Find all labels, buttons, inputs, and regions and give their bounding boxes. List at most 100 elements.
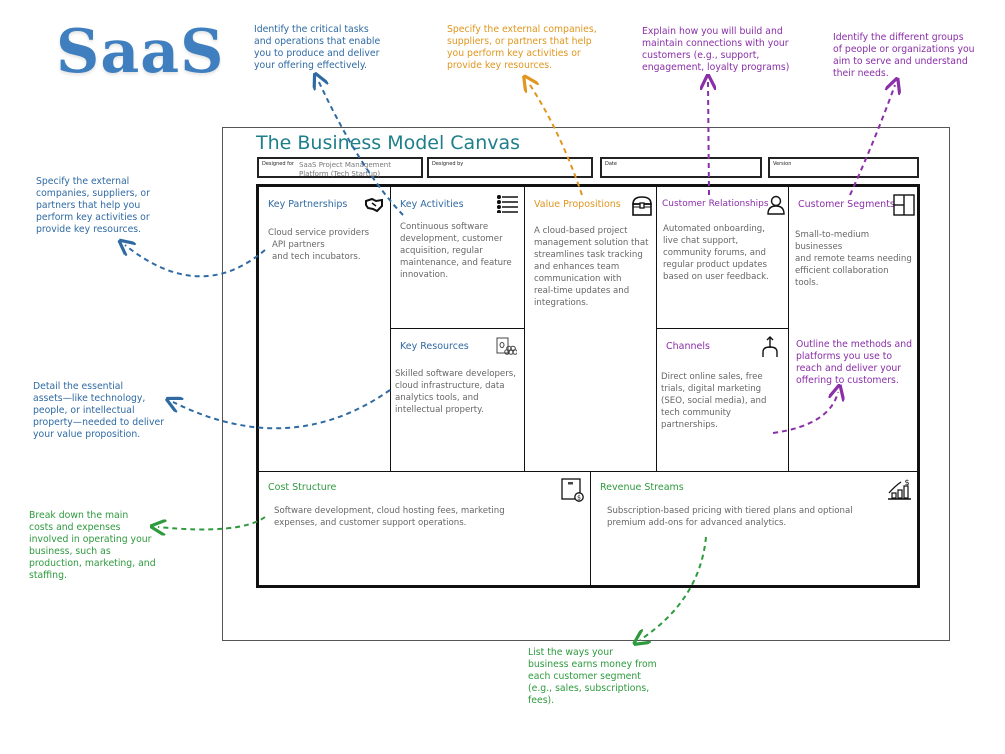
cost-box-icon: $ — [561, 478, 584, 502]
block-key-resources[interactable]: Key Resources Skilled software developer… — [390, 328, 525, 472]
body-line: development, customer — [400, 234, 503, 244]
body-line: Software development, cloud hosting fees… — [274, 506, 505, 516]
block-cost-structure[interactable]: Cost Structure Software development, clo… — [258, 471, 591, 586]
body-line: tech community — [661, 408, 732, 418]
annotation-line: Outline the methods and — [796, 339, 912, 350]
body-line: efficient collaboration — [795, 266, 889, 276]
canvas-grid: Key Partnerships Cloud service providers… — [256, 184, 920, 588]
annotation-cost-structure: Break down the main costs and expenses i… — [29, 510, 156, 582]
key-partnerships-title: Key Partnerships — [268, 199, 348, 210]
annotation-revenue-streams: List the ways your business earns money … — [528, 647, 657, 707]
key-resources-title: Key Resources — [400, 341, 469, 352]
designed-for-field[interactable]: Designed for SaaS Project Management Pla… — [257, 157, 423, 178]
version-field[interactable]: Version — [768, 157, 919, 178]
resources-icon — [496, 337, 517, 355]
designed-by-field[interactable]: Designed by — [427, 157, 593, 178]
body-line: Subscription-based pricing with tiered p… — [607, 506, 853, 516]
annotation-line: production, marketing, and — [29, 558, 156, 569]
body-line: Skilled software developers, — [395, 369, 516, 379]
annotation-line: provide key resources. — [447, 60, 553, 71]
body-line: maintenance, and feature — [400, 258, 512, 268]
fork-arrow-icon — [762, 336, 778, 357]
annotation-line: (e.g., sales, subscriptions, — [528, 683, 650, 694]
treasure-chest-icon — [632, 196, 652, 216]
body-line: analytics tools, and — [395, 393, 479, 403]
annotation-line: platforms you use to — [796, 351, 893, 362]
annotation-line: List the ways your — [528, 647, 613, 658]
annotation-line: people, or intellectual — [33, 405, 135, 416]
annotation-line: business earns money from — [528, 659, 657, 670]
annotation-line: your offering effectively. — [254, 60, 367, 71]
annotation-line: offering to customers. — [796, 375, 899, 386]
annotation-line: fees). — [528, 695, 555, 706]
annotation-line: business, such as — [29, 546, 111, 557]
body-line: tools. — [795, 278, 819, 288]
saas-logo: SaaS — [56, 17, 225, 87]
designed-for-label: Designed for — [262, 161, 294, 167]
key-activities-title: Key Activities — [400, 199, 464, 210]
svg-text:$: $ — [577, 495, 581, 502]
body-line: real-time updates and — [534, 286, 630, 296]
key-partnerships-body: Cloud service providers API partners and… — [268, 227, 369, 263]
body-line: cloud infrastructure, data — [395, 381, 505, 391]
block-customer-segments[interactable]: Customer Segments Small-to-medium busine… — [788, 186, 918, 472]
annotation-line: maintain connections with your — [642, 38, 789, 49]
person-icon — [767, 195, 785, 215]
body-line: live chat support, — [663, 236, 739, 246]
revenue-chart-icon: $ — [888, 478, 911, 500]
annotation-line: Specify the external — [36, 176, 130, 187]
annotation-key-activities: Identify the critical tasks and operatio… — [254, 24, 380, 72]
annotation-line: and operations that enable — [254, 36, 381, 47]
block-customer-relationships[interactable]: Customer Relationships Automated onboard… — [656, 186, 789, 329]
body-line: intellectual property. — [395, 405, 484, 415]
block-channels[interactable]: Channels Direct online sales, free trial… — [656, 328, 789, 472]
annotation-line: suppliers, or partners that help — [447, 36, 592, 47]
body-line: acquisition, regular — [400, 246, 483, 256]
body-line: based on user feedback. — [663, 272, 769, 282]
body-line: (SEO, social media), and — [661, 396, 767, 406]
body-line: communication with — [534, 274, 622, 284]
annotation-line: Break down the main — [29, 510, 129, 521]
annotation-line: perform key activities or — [36, 212, 150, 223]
date-label: Date — [605, 161, 617, 167]
annotation-line: assets—like technology, — [33, 393, 146, 404]
body-line: streamlines task tracking — [534, 250, 643, 260]
body-line: integrations. — [534, 298, 589, 308]
body-line: and tech incubators. — [272, 252, 361, 262]
customer-segments-title: Customer Segments — [798, 199, 895, 210]
annotation-line: Specify the external companies, — [447, 24, 597, 35]
annotation-line: Detail the essential — [33, 381, 124, 392]
annotation-line: staffing. — [29, 570, 67, 581]
checklist-icon — [497, 195, 518, 213]
block-revenue-streams[interactable]: Revenue Streams Subscription-based prici… — [590, 471, 918, 586]
annotation-line: their needs. — [833, 68, 889, 79]
annotation-line: provide key resources. — [36, 224, 142, 235]
annotation-line: involved in operating your — [29, 534, 152, 545]
value-propositions-body: A cloud-based project management solutio… — [534, 225, 649, 309]
annotation-line: property—needed to deliver — [33, 417, 165, 428]
segments-icon — [893, 194, 915, 216]
body-line: management solution that — [534, 238, 649, 248]
body-line: innovation. — [400, 270, 449, 280]
channels-title: Channels — [666, 341, 710, 352]
date-field[interactable]: Date — [600, 157, 762, 178]
canvas-title: The Business Model Canvas — [256, 132, 521, 154]
cost-structure-body: Software development, cloud hosting fees… — [274, 505, 505, 529]
annotation-line: you perform key activities or — [447, 48, 581, 59]
key-activities-body: Continuous software development, custome… — [400, 221, 512, 281]
annotation-line: Identify the critical tasks — [254, 24, 369, 35]
annotation-line: aim to serve and understand — [833, 56, 968, 67]
body-line: and enhances team — [534, 262, 620, 272]
body-line: expenses, and customer support operation… — [274, 518, 467, 528]
block-key-partnerships[interactable]: Key Partnerships Cloud service providers… — [258, 186, 391, 472]
key-resources-body: Skilled software developers, cloud infra… — [395, 368, 516, 416]
handshake-icon — [365, 197, 383, 213]
block-value-propositions[interactable]: Value Propositions A cloud-based project… — [524, 186, 657, 472]
body-line: partnerships. — [661, 420, 718, 430]
annotation-customer-segments: Identify the different groups of people … — [833, 32, 975, 80]
block-key-activities[interactable]: Key Activities Continuous software devel… — [390, 186, 525, 329]
annotation-key-partnerships: Specify the external companies, supplier… — [36, 176, 150, 236]
annotation-line: engagement, loyalty programs) — [642, 62, 790, 73]
body-line: Cloud service providers — [268, 228, 370, 238]
body-line: API partners — [272, 240, 325, 250]
